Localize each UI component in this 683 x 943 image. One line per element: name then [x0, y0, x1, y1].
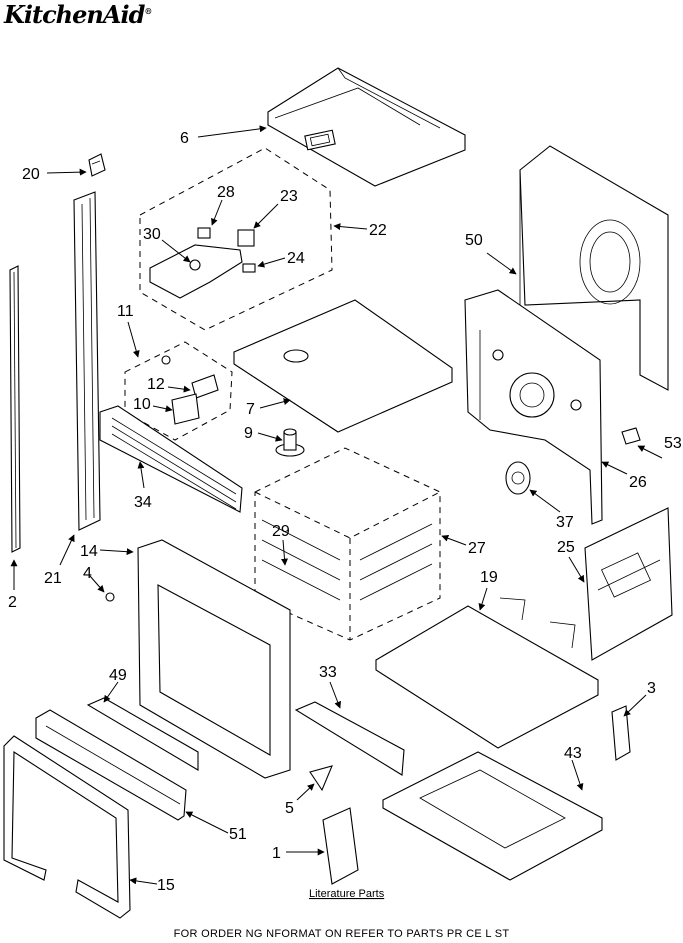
callout-1: 1 [272, 845, 281, 862]
part-22-control-group [139, 147, 333, 331]
part-14-door-frame [105, 539, 291, 779]
callout-6: 6 [180, 130, 189, 147]
callout-27: 27 [468, 540, 486, 557]
brand-logo: KitchenAid® [4, 0, 152, 29]
callout-29: 29 [272, 523, 290, 540]
part-20-clip [88, 153, 106, 177]
part-7-plate [233, 299, 453, 433]
callout-34: 34 [134, 494, 152, 511]
callout-50: 50 [465, 232, 483, 249]
part-43-base-pan [382, 751, 603, 881]
callout-labels: 6 20 28 23 22 30 24 50 11 12 10 7 9 53 2… [8, 130, 682, 900]
callout-53: 53 [664, 435, 682, 452]
callout-19: 19 [480, 569, 498, 586]
callout-23: 23 [280, 188, 298, 205]
part-27-oven-cavity [254, 447, 441, 641]
part-2-thin-trim [9, 265, 21, 553]
part-50-rear-panel [519, 145, 669, 391]
callout-43: 43 [564, 745, 582, 762]
callout-9: 9 [244, 425, 253, 442]
callout-2: 2 [8, 594, 17, 611]
callout-37: 37 [556, 514, 574, 531]
callout-20: 20 [22, 166, 40, 183]
part-21-side-trim [73, 191, 101, 531]
callout-4: 4 [83, 565, 92, 582]
part-5-bracket [309, 765, 333, 792]
callout-22: 22 [369, 222, 387, 239]
callout-33: 33 [319, 664, 337, 681]
part-49-strip [86, 697, 199, 771]
part-9-sensor [275, 428, 305, 457]
callout-10: 10 [133, 396, 151, 413]
callout-26: 26 [629, 474, 647, 491]
order-info-footer: FOR ORDER NG NFORMAT ON REFER TO PARTS P… [173, 928, 510, 940]
part-15-gasket [3, 735, 131, 919]
part-51-vent-trim [35, 709, 187, 821]
part-25-side-panel [584, 507, 673, 661]
part-3-bracket [611, 705, 631, 761]
callout-49: 49 [109, 667, 127, 684]
part-53-clip [621, 427, 641, 445]
callout-15: 15 [157, 877, 175, 894]
part-6-top-panel [267, 67, 466, 187]
callout-51: 51 [229, 826, 247, 843]
callout-25: 25 [557, 539, 575, 556]
part-37-bracket [505, 461, 531, 495]
leader-lines [10, 125, 663, 885]
callout-11: 11 [117, 303, 134, 320]
part-1-literature [322, 807, 359, 885]
callout-5: 5 [285, 800, 294, 817]
callout-12: 12 [147, 376, 165, 393]
literature-parts-label: Literature Parts [309, 888, 385, 900]
part-33-rail [294, 701, 405, 776]
callout-14: 14 [80, 543, 98, 560]
callout-21: 21 [44, 570, 62, 587]
part-19-bottom-panel [375, 597, 599, 749]
part-34-vent-grille [99, 405, 243, 513]
callout-3: 3 [647, 680, 656, 697]
callout-24: 24 [287, 250, 305, 267]
part-26-side-bracket [464, 289, 603, 525]
callout-28: 28 [217, 184, 235, 201]
callout-7: 7 [246, 401, 255, 418]
callout-30: 30 [143, 226, 161, 243]
